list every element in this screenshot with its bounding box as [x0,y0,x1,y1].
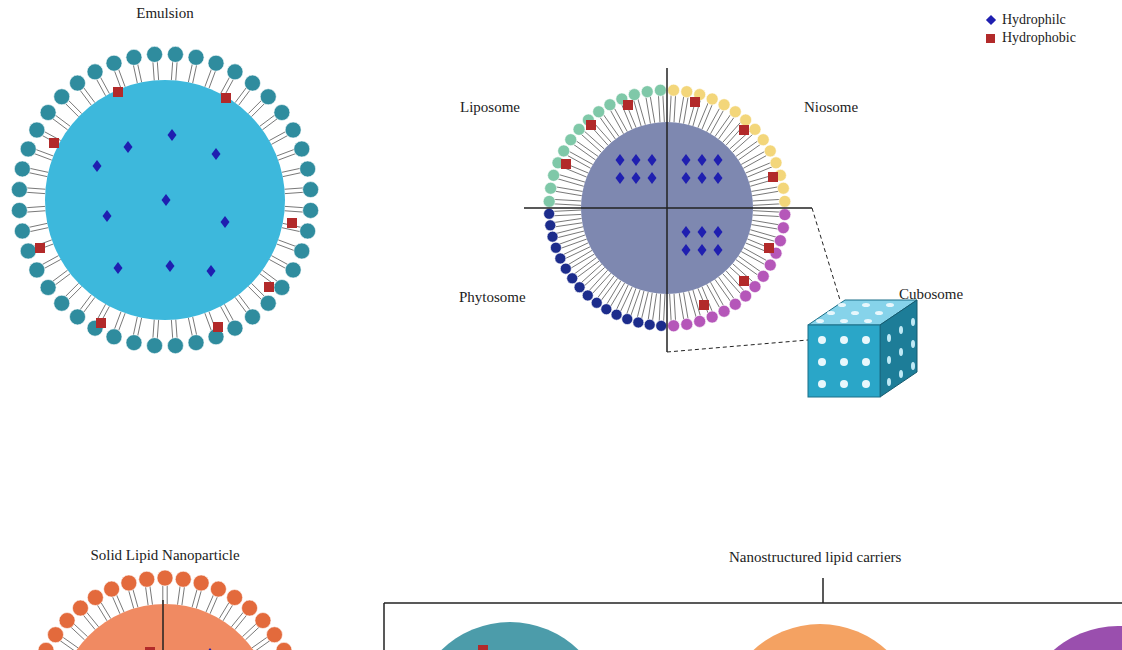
hydrophobic-mark [287,218,297,228]
hydrophilic-mark [221,216,230,228]
hydrophobic-mark [623,100,633,110]
hydrophilic-mark [632,172,641,184]
hydrophilic-mark [698,154,707,166]
hydrophilic-mark [207,265,216,277]
hydrophilic-mark [698,226,707,238]
hydrophilic-mark [103,210,112,222]
hydrophobic-mark [221,93,231,103]
hydrophobic-mark [739,276,749,286]
hydrophobic-mark [113,87,123,97]
diamond-swatch [986,15,996,25]
hydrophilic-mark [682,244,691,256]
hydrophobic-mark [561,159,571,169]
hydrophilic-mark [682,154,691,166]
hydrophilic-mark [212,148,221,160]
hydrophilic-mark [616,172,625,184]
hydrophobic-mark [145,647,155,650]
zoom-line [667,340,808,352]
particle-label: Phytosome [459,288,526,306]
hydrophobic-mark [478,645,488,650]
hydrophilic-mark [698,172,707,184]
hydrophobic-mark [699,300,709,310]
hydrophilic-mark [648,172,657,184]
lipid-layer [23,570,306,650]
nlc-particle [722,624,918,650]
hydrophilic-mark [168,129,177,141]
particle-label: Cubosome [899,285,963,303]
hydrophobic-mark [586,120,596,130]
particle-heading: Emulsion [5,4,325,22]
particle-label: Liposome [460,98,520,116]
hydrophilic-mark [162,194,171,206]
particle-node: Emulsion [5,4,325,370]
sln-core [57,604,273,650]
hydrophilic-mark [632,154,641,166]
hydrophobic-mark [264,282,274,292]
cubosome-cube [808,300,917,397]
hydrophilic-mark [682,172,691,184]
hydrophilic-mark [714,244,723,256]
hydrophobic-mark [213,322,223,332]
hydrophilic-mark [714,172,723,184]
axis-line [666,68,668,352]
hydrophilic-mark [714,154,723,166]
hydrophilic-mark [166,260,175,272]
hydrophobic-mark [764,243,774,253]
axis-line [162,600,164,650]
particle-label: Niosome [804,98,858,116]
hydrophobic-mark [35,243,45,253]
hydrophobic-mark [96,318,106,328]
hydrophilic-mark [698,244,707,256]
emulsion-core [45,80,285,320]
particle-heading: Solid Lipid Nanoparticle [5,546,325,564]
hydrophilic-mark [714,226,723,238]
zoom-line [812,208,840,300]
hydrophilic-mark [124,141,133,153]
legend-text: Hydrophilc [1002,12,1066,29]
lipid-layer [11,46,318,353]
hydrophilic-mark [616,154,625,166]
square-swatch [986,34,995,43]
particle-node: Solid Lipid Nanoparticle [5,546,325,650]
hydrophilic-mark [682,226,691,238]
hydrophilic-mark [114,262,123,274]
hydrophobic-mark [739,125,749,135]
hydrophobic-mark [49,138,59,148]
nlc-particle [1020,626,1122,650]
hydrophilic-mark [206,648,215,650]
axis-line [524,207,812,209]
group-label: Nanostructured lipid carriers [729,548,901,566]
hydrophobic-mark [768,172,778,182]
hydrophilic-mark [648,154,657,166]
hydrophilic-mark [93,160,102,172]
legend-text: Hydrophobic [1002,30,1076,47]
nlc-particle [412,622,608,650]
hydrophobic-mark [690,97,700,107]
